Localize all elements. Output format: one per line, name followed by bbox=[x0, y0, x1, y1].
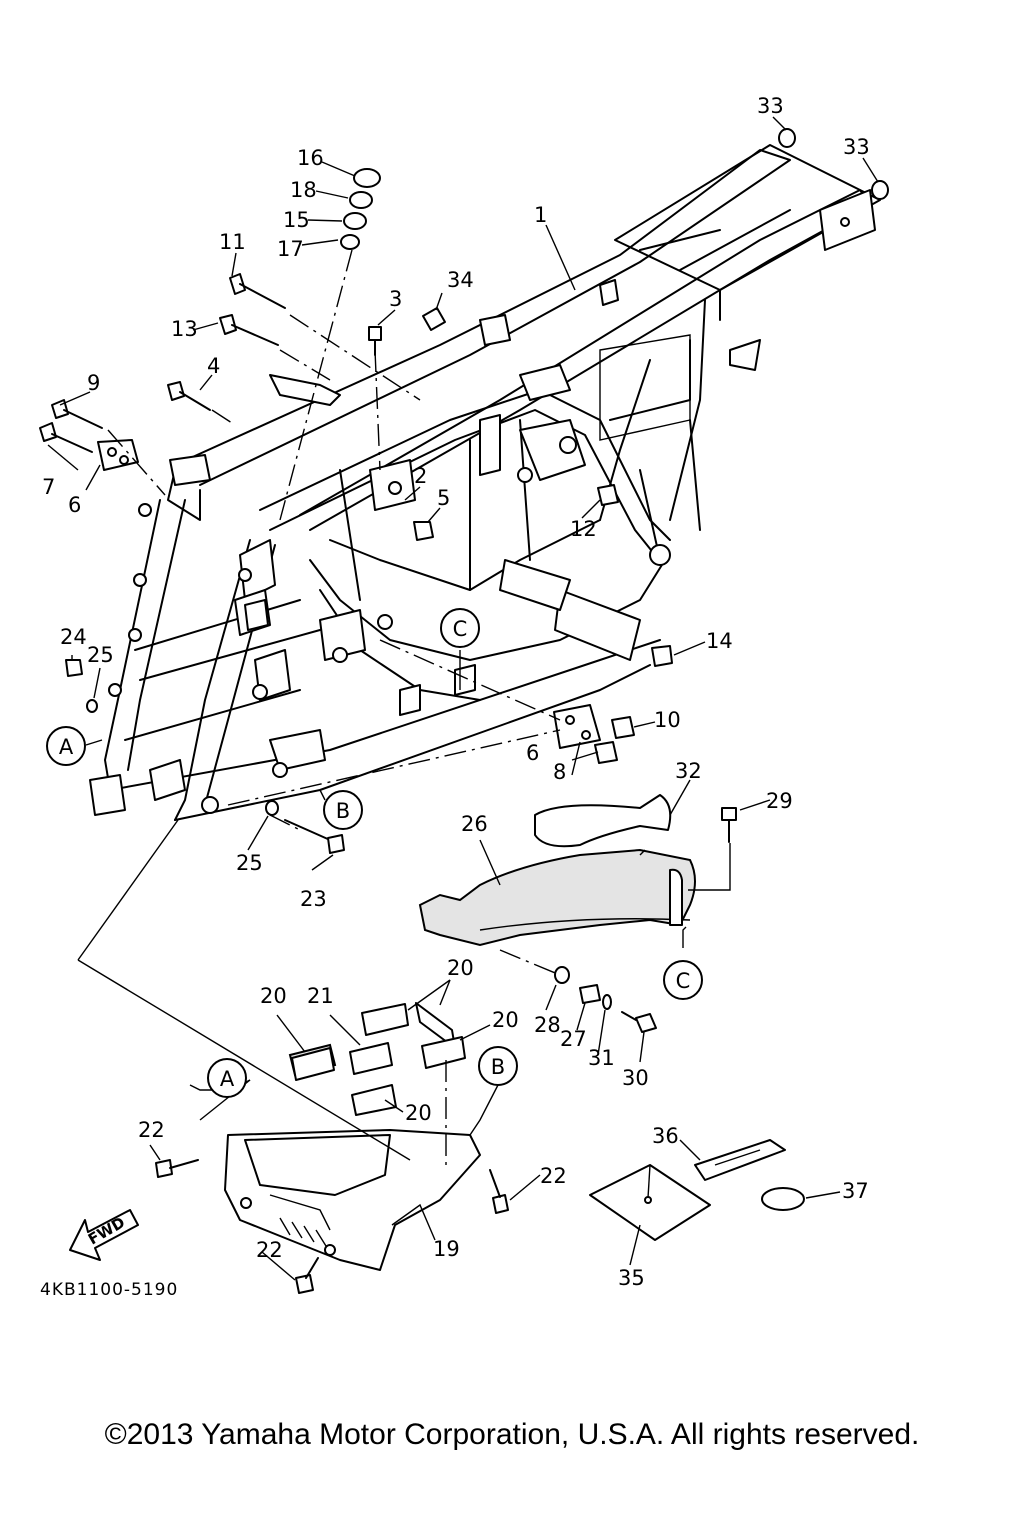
callout-35: 35 bbox=[618, 1266, 645, 1290]
callout-36: 36 bbox=[652, 1124, 679, 1148]
ref-marker-a-lower: A bbox=[220, 1067, 235, 1091]
callout-33a: 33 bbox=[757, 94, 784, 118]
callout-20a: 20 bbox=[260, 984, 287, 1008]
callout-6b: 6 bbox=[526, 741, 539, 765]
tool-kit-parts bbox=[589, 1139, 805, 1241]
callout-6: 6 bbox=[68, 493, 81, 517]
ref-marker-a-upper: A bbox=[59, 735, 74, 759]
callout-20b: 20 bbox=[447, 956, 474, 980]
callout-37: 37 bbox=[842, 1179, 869, 1203]
callout-14: 14 bbox=[706, 629, 733, 653]
callout-20c: 20 bbox=[492, 1008, 519, 1032]
callout-24: 24 bbox=[60, 625, 87, 649]
callout-26: 26 bbox=[461, 812, 488, 836]
heat-shield-parts bbox=[418, 794, 737, 1033]
skid-plate bbox=[155, 1129, 509, 1294]
callout-31: 31 bbox=[588, 1046, 615, 1070]
callout-21: 21 bbox=[307, 984, 334, 1008]
callout-8: 8 bbox=[553, 760, 566, 784]
ref-marker-c-upper: C bbox=[453, 617, 468, 641]
callout-4: 4 bbox=[207, 354, 220, 378]
fwd-arrow-label: FWD bbox=[85, 1213, 128, 1248]
leader-lines bbox=[47, 116, 879, 1281]
callout-18: 18 bbox=[290, 178, 317, 202]
callout-9: 9 bbox=[87, 371, 100, 395]
callout-22b: 22 bbox=[540, 1164, 567, 1188]
copyright-notice: ©2013 Yamaha Motor Corporation, U.S.A. A… bbox=[104, 1418, 920, 1451]
fwd-arrow: FWD bbox=[69, 1209, 139, 1261]
callout-2: 2 bbox=[414, 464, 427, 488]
callout-25a: 25 bbox=[87, 643, 114, 667]
ref-marker-b-upper: B bbox=[336, 799, 350, 823]
callout-16: 16 bbox=[297, 146, 324, 170]
callout-19: 19 bbox=[433, 1237, 460, 1261]
callout-5: 5 bbox=[437, 486, 450, 510]
callout-12: 12 bbox=[570, 517, 597, 541]
ref-marker-b-lower: B bbox=[491, 1055, 505, 1079]
damper-blocks bbox=[288, 1002, 466, 1116]
callout-1: 1 bbox=[534, 203, 547, 227]
callout-30: 30 bbox=[622, 1066, 649, 1090]
callout-13: 13 bbox=[171, 317, 198, 341]
callout-22c: 22 bbox=[256, 1238, 283, 1262]
reference-markers: A B C C A B bbox=[46, 608, 703, 1098]
diagram-code: 4KB1100-5190 bbox=[40, 1280, 178, 1300]
callout-11: 11 bbox=[219, 230, 246, 254]
frame-drawing bbox=[89, 144, 881, 821]
callout-23: 23 bbox=[300, 887, 327, 911]
callout-27: 27 bbox=[560, 1027, 587, 1051]
callout-17: 17 bbox=[277, 237, 304, 261]
callout-10: 10 bbox=[654, 708, 681, 732]
frame-parts-diagram: FWD bbox=[39, 94, 889, 1300]
callout-20d: 20 bbox=[405, 1101, 432, 1125]
callout-15: 15 bbox=[283, 208, 310, 232]
ref-marker-c-lower: C bbox=[676, 969, 691, 993]
part-callouts: 1 2 3 4 5 6 6 7 8 9 10 11 12 13 14 15 16… bbox=[42, 94, 870, 1290]
callout-34: 34 bbox=[447, 268, 474, 292]
callout-29: 29 bbox=[766, 789, 793, 813]
callout-33b: 33 bbox=[843, 135, 870, 159]
callout-32: 32 bbox=[675, 759, 702, 783]
callout-7: 7 bbox=[42, 475, 55, 499]
fastener-parts bbox=[39, 128, 889, 854]
callout-25b: 25 bbox=[236, 851, 263, 875]
callout-3: 3 bbox=[389, 287, 402, 311]
callout-28: 28 bbox=[534, 1013, 561, 1037]
callout-22a: 22 bbox=[138, 1118, 165, 1142]
